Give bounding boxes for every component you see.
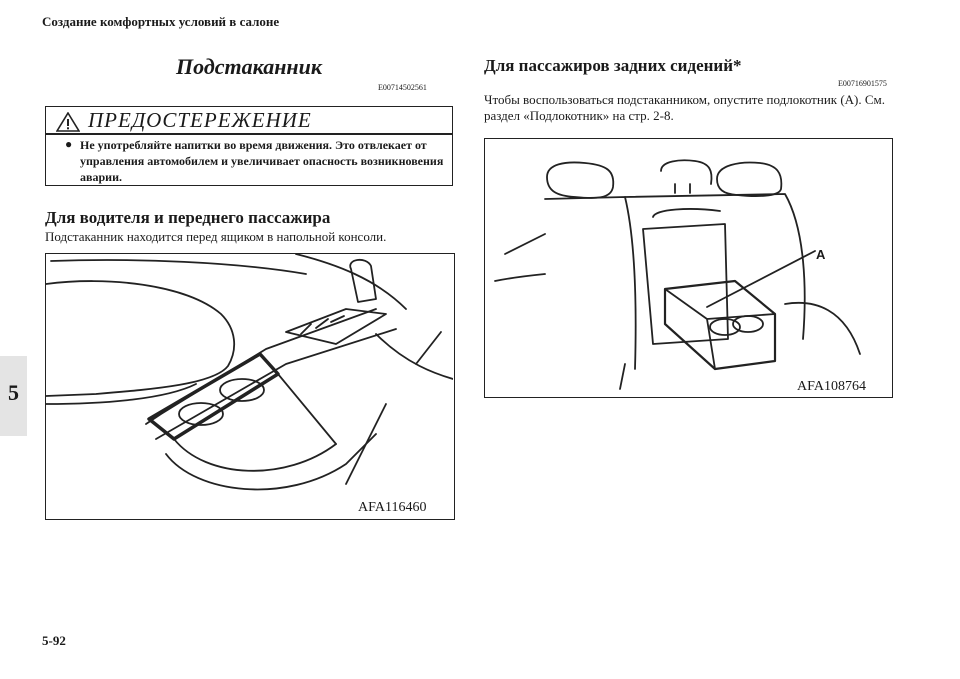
- chapter-tab: [0, 356, 27, 436]
- page-number: 5-92: [42, 633, 66, 648]
- console-illustration: [45, 253, 454, 491]
- running-header: Создание комфортных условий в салоне: [42, 14, 280, 29]
- warning-triangle-icon: [56, 112, 80, 132]
- chapter-number: 5: [8, 380, 19, 405]
- bullet-icon: ●: [65, 137, 73, 151]
- warning-text: Не употребляйте напитки во время движени…: [80, 138, 444, 184]
- front-text: Подстаканник находится перед ящиком в на…: [45, 229, 387, 244]
- armrest-callout-label: A: [816, 247, 826, 262]
- warning-divider: [45, 133, 453, 135]
- section-code: E00714502561: [378, 83, 427, 92]
- rear-heading: Для пассажиров задних сидений*: [484, 56, 742, 75]
- front-cupholder-figure: AFA116460: [45, 253, 455, 520]
- section-title: Подстаканник: [176, 54, 323, 79]
- warning-title: ПРЕДОСТЕРЕЖЕНИЕ: [88, 108, 312, 132]
- rear-section-code: E00716901575: [838, 79, 887, 88]
- rear-figure-code: AFA108764: [797, 379, 866, 394]
- front-figure-code: AFA116460: [358, 500, 427, 515]
- rear-text: Чтобы воспользоваться подстаканником, оп…: [484, 92, 886, 123]
- front-heading: Для водителя и переднего пассажира: [45, 208, 331, 227]
- warning-box: [45, 106, 453, 186]
- rear-seat-illustration: [494, 159, 861, 390]
- rear-armrest-figure: A AFA108764: [484, 138, 893, 398]
